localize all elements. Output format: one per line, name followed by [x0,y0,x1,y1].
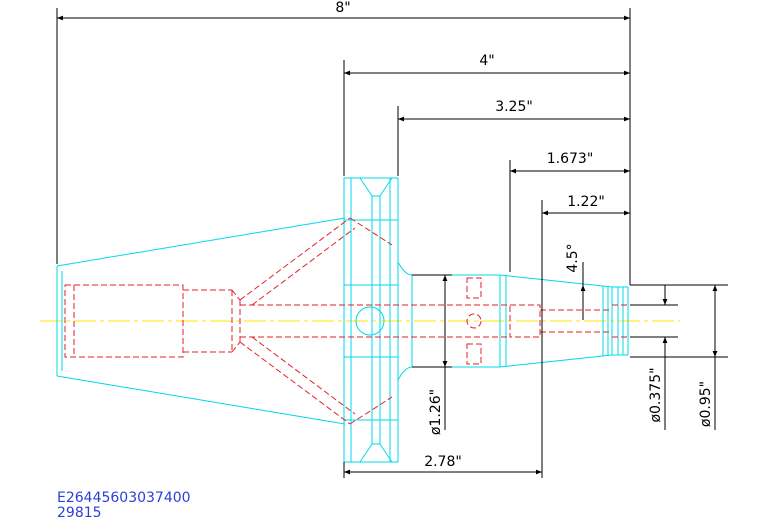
dim-total-length: 8" [335,0,350,16]
dim-nose-to-end: 1.22" [567,194,605,210]
dimension-lines [56,8,728,478]
dim-gauge-length: 2.78" [424,454,462,470]
drawing-code-line1: E26445603037400 [57,490,191,506]
dim-taper-start-to-end: 1.673" [547,151,594,167]
dim-body-diameter: ø1.26" [428,389,444,435]
hidden-lines [64,217,628,425]
dim-groove-to-end: 3.25" [495,99,533,115]
dim-flange-to-end: 4" [479,53,494,69]
holder-outline [56,177,629,463]
drawing-code-line2: 29815 [57,505,102,521]
dim-nose-diameter: ø0.95" [698,381,714,427]
dim-bore-diameter: ø0.375" [648,367,664,422]
dim-taper-angle: 4.5° [565,243,581,272]
